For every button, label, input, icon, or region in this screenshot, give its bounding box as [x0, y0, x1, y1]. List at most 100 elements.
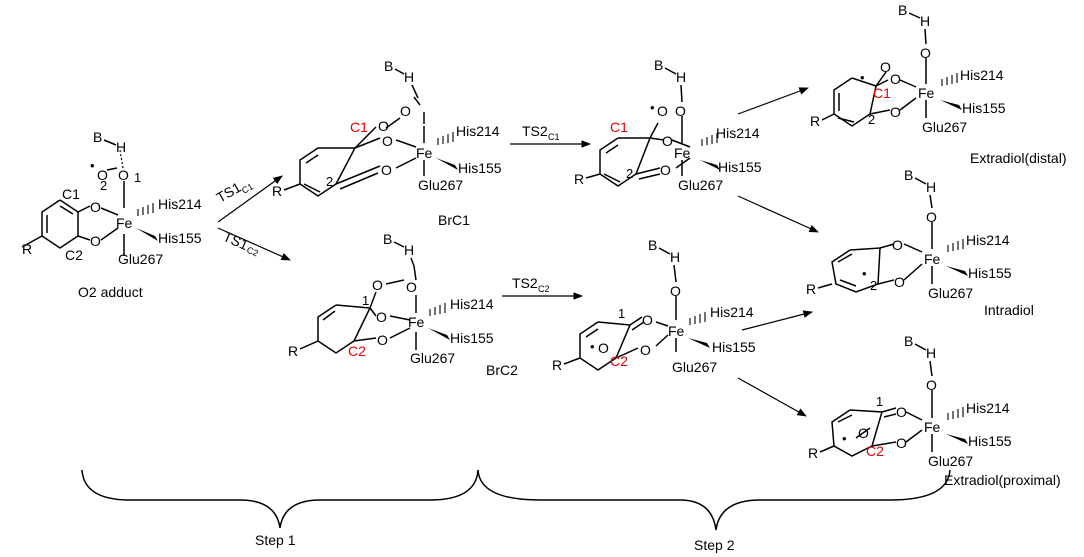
ligand-his214: His214: [450, 296, 494, 312]
ligand-his214: His214: [158, 196, 202, 212]
hash-bond: [941, 73, 958, 86]
ligand-his214: His214: [710, 304, 754, 320]
extradiol-distal-structure: R • O C1 O 2 O Fe O B H His214 His155 Gl…: [810, 2, 1066, 166]
b-label: B: [654, 57, 663, 73]
ts2-c1-label: TS2: [522, 123, 548, 139]
atom-number-label: 1: [876, 394, 883, 409]
ligand-his214: His214: [716, 125, 760, 141]
brc2-structure: R 1 C2 O O O O Fe B H His214 His155 Glu2…: [288, 231, 518, 378]
radical-dot: •: [842, 431, 847, 446]
step2-label: Step 2: [694, 537, 735, 553]
iron-label: Fe: [674, 145, 691, 161]
b-label: B: [93, 129, 102, 145]
atom-number-label: 2: [626, 166, 633, 181]
c1-label-highlight: C1: [610, 119, 628, 135]
ts2-c2-subscript: C2: [538, 284, 550, 294]
hash-bond: [137, 203, 154, 216]
atom-number-label: 1: [362, 293, 369, 308]
b-label: B: [383, 231, 392, 247]
h-label: H: [116, 139, 126, 155]
iron-label: Fe: [116, 215, 133, 231]
step1-label: Step 1: [255, 532, 296, 548]
oxygen-label: O: [90, 199, 101, 215]
ligand-his155: His155: [158, 230, 202, 246]
radical-dot: •: [650, 100, 655, 115]
h-label: H: [920, 13, 930, 29]
intradiol-label: Intradiol: [984, 302, 1034, 318]
iron-label: Fe: [416, 145, 433, 161]
brc1-structure: R C1 2 O O O O Fe B H His214 His155 Glu2…: [272, 58, 502, 228]
c2-label-highlight: C2: [348, 343, 366, 359]
extradiol-proximal-structure: R 1 • O C2 O O Fe O B H His214 His155 Gl…: [808, 333, 1061, 488]
arrow-from-c1-to-intradiol: [737, 195, 819, 233]
atom-number-label: 2: [868, 112, 875, 127]
ligand-glu267: Glu267: [410, 350, 455, 366]
ligand-his214: His214: [966, 232, 1010, 248]
h-label: H: [926, 179, 936, 195]
c1-label-highlight: C1: [873, 85, 891, 101]
extradiol-distal-label: Extradiol(distal): [970, 150, 1066, 166]
oxygen-label: O: [376, 309, 387, 325]
oxygen-label: O: [406, 279, 417, 295]
b-label: B: [648, 237, 657, 253]
ts2-c2-label: TS2: [512, 275, 538, 291]
atom-number-label: 2: [870, 278, 877, 293]
hash-bond: [947, 239, 964, 252]
oxygen-label: O: [896, 435, 907, 451]
step2-brace: Step 2: [477, 469, 951, 553]
oxygen-label: O: [598, 340, 609, 356]
oxygen-label: O: [890, 71, 901, 87]
ligand-glu267: Glu267: [672, 359, 717, 375]
b-label: B: [904, 333, 913, 349]
oxygen-label: O: [381, 162, 392, 178]
h-label: H: [676, 69, 686, 85]
oxygen-label: O: [920, 45, 931, 61]
ts1-c1-subscript: C1: [240, 181, 255, 195]
hash-bond: [437, 132, 454, 145]
iron-label: Fe: [668, 323, 685, 339]
r-group-label: R: [810, 113, 820, 129]
r-group-label: R: [552, 357, 562, 373]
ligand-his155: His155: [718, 159, 762, 175]
ligand-his155: His155: [450, 330, 494, 346]
atom-number-label: 2: [100, 178, 107, 193]
atom-number-label: 1: [134, 170, 141, 185]
oxygen-label: O: [660, 162, 671, 178]
c1-label-highlight: C1: [350, 119, 368, 135]
oxygen-label: O: [97, 167, 108, 183]
r-group-label: R: [288, 343, 298, 359]
c1-label: C1: [62, 186, 80, 202]
extradiol-proximal-label: Extradiol(proximal): [944, 472, 1061, 488]
o2-adduct-structure: R C1 C2 O O Fe O O • 2 1 B H His214 His1…: [21, 129, 202, 300]
hash-bond: [429, 303, 446, 316]
oxygen-label: O: [675, 103, 686, 119]
iron-label: Fe: [924, 251, 941, 267]
ligand-his214: His214: [456, 123, 500, 139]
oxygen-label: O: [890, 104, 901, 120]
ligand-glu267: Glu267: [922, 119, 967, 135]
ts2-c1-subscript: C1: [548, 132, 560, 142]
h-label: H: [404, 242, 414, 258]
oxygen-label: O: [858, 425, 869, 441]
ligand-glu267: Glu267: [118, 251, 163, 267]
ligand-his214: His214: [966, 400, 1010, 416]
ligand-his155: His155: [962, 100, 1006, 116]
arrow-to-extradiol-proximal: [737, 377, 807, 417]
ligand-his155: His155: [968, 433, 1012, 449]
radical-dot: •: [590, 339, 595, 354]
oxygen-label: O: [640, 342, 651, 358]
iron-label: Fe: [918, 85, 935, 101]
radical-dot: •: [862, 266, 867, 281]
oxygen-label: O: [880, 59, 891, 75]
oxygen-label: O: [670, 283, 681, 299]
ts1-c1-label: TS1: [214, 179, 244, 206]
c2-label-highlight: C2: [610, 353, 628, 369]
oxygen-label: O: [642, 312, 653, 328]
ligand-his155: His155: [712, 339, 756, 355]
atom-number-label: 2: [326, 174, 333, 189]
brc2-label: BrC2: [486, 362, 518, 378]
brc1-label: BrC1: [438, 212, 470, 228]
oxygen-label: O: [894, 274, 905, 290]
intermediate-c1-structure: R C1 2 • O O O Fe O B H His214 His155 Gl…: [574, 57, 762, 193]
